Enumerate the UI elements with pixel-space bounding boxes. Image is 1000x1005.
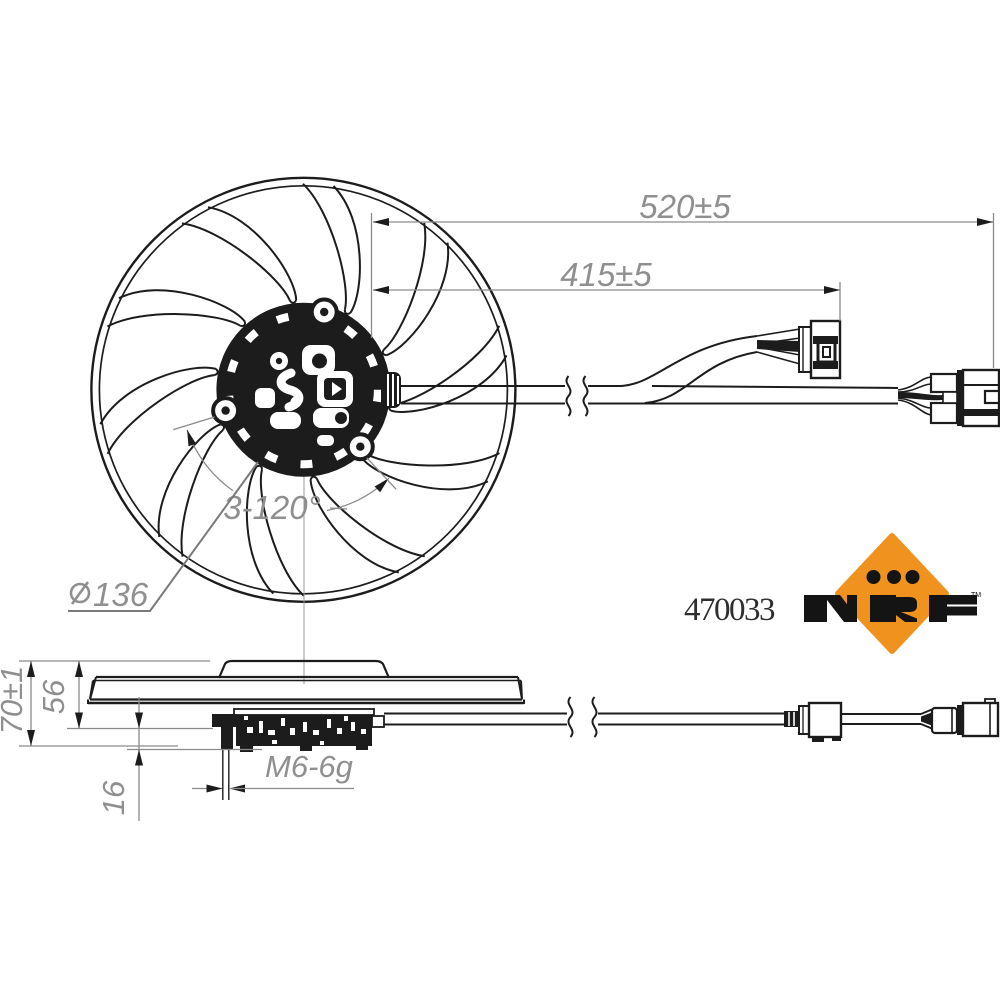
svg-text:470033: 470033 — [684, 592, 775, 628]
svg-text:56: 56 — [36, 679, 71, 714]
svg-text:136: 136 — [93, 576, 149, 613]
svg-text:TM: TM — [971, 592, 981, 599]
svg-text:16: 16 — [96, 780, 131, 815]
svg-text:520±5: 520±5 — [639, 188, 731, 225]
svg-text:70±1: 70±1 — [0, 666, 29, 735]
svg-text:415±5: 415±5 — [560, 256, 652, 293]
svg-text:M6-6g: M6-6g — [265, 749, 353, 784]
svg-text:3-120°: 3-120° — [223, 489, 321, 526]
